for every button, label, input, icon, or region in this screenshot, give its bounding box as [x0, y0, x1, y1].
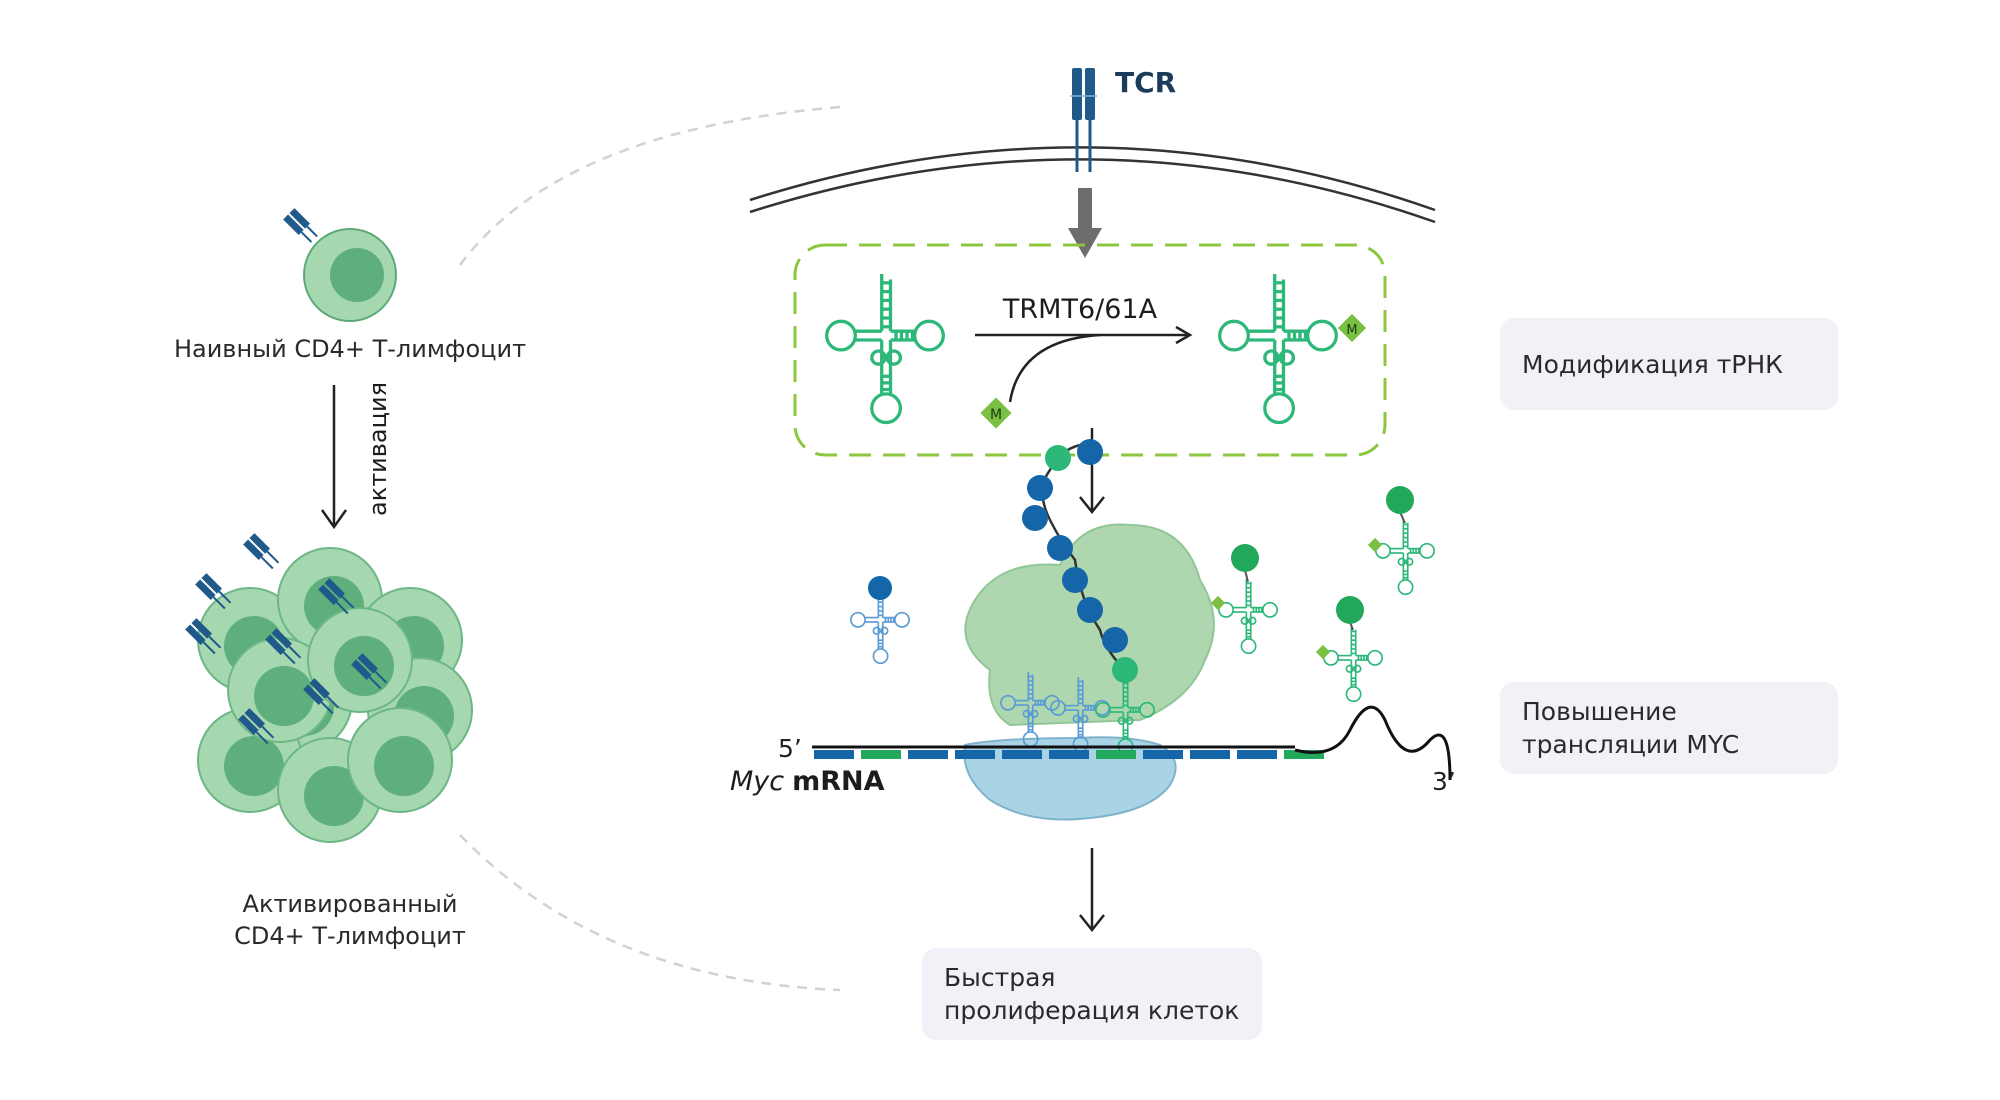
- methyl-group-icon: M: [1337, 313, 1367, 343]
- trna-cloverleaf: [825, 273, 945, 425]
- mrna-tail: [1294, 705, 1452, 781]
- trna-amino-link: [1244, 569, 1249, 583]
- cell-nucleus: [374, 736, 434, 796]
- trna-cloverleaf: [1375, 519, 1435, 596]
- svg-text:M: M: [1346, 323, 1357, 338]
- activated-cell-label-line1: Активированный: [242, 890, 458, 918]
- card-proliferation-line2: пролиферация клеток: [944, 996, 1240, 1025]
- tcr-receptor-icon: [303, 678, 340, 715]
- zoom-arc-bottom: [459, 834, 841, 992]
- amino-acid-bead: [1047, 535, 1073, 561]
- mrna-label-gene: Myc: [730, 766, 784, 797]
- codon-segment: [1143, 750, 1183, 759]
- amino-acid-bead: [1077, 439, 1103, 465]
- methyl-group-icon: [1315, 644, 1331, 660]
- amino-acid-bead: [1027, 475, 1053, 501]
- mrna-label-rest: mRNA: [792, 766, 885, 797]
- five-prime-label: 5’: [778, 734, 802, 763]
- tcr-receptor-icon: [283, 208, 318, 243]
- activated-cell-label: Активированный CD4+ Т-лимфоцит: [150, 888, 550, 953]
- ribosome-large-subunit: [964, 523, 1215, 727]
- card-proliferation-line1: Быстрая: [944, 963, 1056, 992]
- signal-arrow: [1068, 188, 1102, 258]
- activated-cell-label-line2: CD4+ Т-лимфоцит: [234, 922, 466, 951]
- amino-acid-bead: [1062, 567, 1088, 593]
- tcr-label: TCR: [1115, 66, 1176, 99]
- amino-acid-bead: [1231, 544, 1259, 572]
- enzyme-label: TRMT6/61A: [1002, 294, 1158, 325]
- trna-cloverleaf: [1050, 676, 1110, 753]
- methyl-group-icon: M: [980, 397, 1012, 429]
- activated-t-cell-cluster: [185, 533, 473, 843]
- trna-modified-icon: [1218, 273, 1338, 425]
- cell-membrane: [749, 146, 1436, 224]
- card-myc-translation: Повышение трансляции MYC: [1500, 682, 1838, 774]
- amino-acid-bead: [1336, 596, 1364, 624]
- peptide-chain: [1022, 439, 1138, 683]
- amino-acid-bead: [1045, 445, 1071, 471]
- cell-nucleus: [304, 766, 364, 826]
- tcr-receptor-icon: [318, 578, 355, 615]
- naive-t-cell: [283, 208, 397, 322]
- zoom-arc-top: [458, 105, 841, 266]
- methyl-group-icon: [1210, 595, 1226, 611]
- card-myc-translation-line1: Повышение: [1522, 697, 1677, 726]
- tcr-receptor-icon: [185, 618, 222, 655]
- three-prime-label: 3’: [1432, 767, 1456, 796]
- card-proliferation: Быстрая пролиферация клеток: [922, 948, 1262, 1040]
- myc-mrna-strand: [812, 745, 1324, 759]
- codon-segment: [908, 750, 948, 759]
- amino-acid-bead: [1102, 627, 1128, 653]
- ribosome-small-subunit: [963, 736, 1177, 821]
- amino-acid-bead: [1077, 597, 1103, 623]
- codon-segment: [861, 750, 901, 759]
- amino-acid-bead: [1386, 486, 1414, 514]
- trna-cloverleaf: [850, 588, 910, 665]
- trna-cloverleaf: [1000, 671, 1060, 748]
- cell-nucleus: [224, 736, 284, 796]
- trna-cloverleaf: [1218, 578, 1278, 655]
- trna-unmodified-icon: [825, 273, 945, 425]
- codon-segment: [1096, 750, 1136, 759]
- codon-segment: [955, 750, 995, 759]
- tcr-receptor-icon: [195, 573, 232, 610]
- trna-cloverleaf: [1323, 626, 1383, 703]
- tcr-receptor-icon: [238, 708, 275, 745]
- activation-arrow: [320, 385, 348, 530]
- arrow-to-proliferation: [1079, 848, 1105, 933]
- codon-segment: [1049, 750, 1089, 759]
- card-trna-modification-text: Модификация тРНК: [1522, 349, 1783, 379]
- amino-acid-bead: [868, 576, 892, 600]
- amino-acid-bead: [1112, 657, 1138, 683]
- cell-nucleus: [254, 666, 314, 726]
- enzyme-reaction-arrow: [975, 325, 1193, 403]
- codon-segment: [1002, 750, 1042, 759]
- card-myc-translation-line2: трансляции MYC: [1522, 730, 1740, 759]
- tcr-receptor-icon: [351, 653, 388, 690]
- methyl-group-icon: [1367, 537, 1383, 553]
- naive-cell-label: Наивный CD4+ Т-лимфоцит: [173, 335, 527, 363]
- svg-text:M: M: [990, 407, 1002, 423]
- amino-acid-bead: [1022, 505, 1048, 531]
- activation-label: активация: [364, 381, 392, 516]
- codon-segment: [1190, 750, 1230, 759]
- trna-cloverleaf: [1218, 273, 1338, 425]
- tcr-receptor-icon: [243, 533, 280, 570]
- codon-segment: [1284, 750, 1324, 759]
- codon-segment: [814, 750, 854, 759]
- cell-nucleus: [334, 636, 394, 696]
- card-trna-modification: Модификация тРНК: [1500, 318, 1838, 410]
- tcr-receptor-icon: [265, 628, 302, 665]
- codon-segment: [1237, 750, 1277, 759]
- tcr-receptor-icon: [1070, 68, 1097, 172]
